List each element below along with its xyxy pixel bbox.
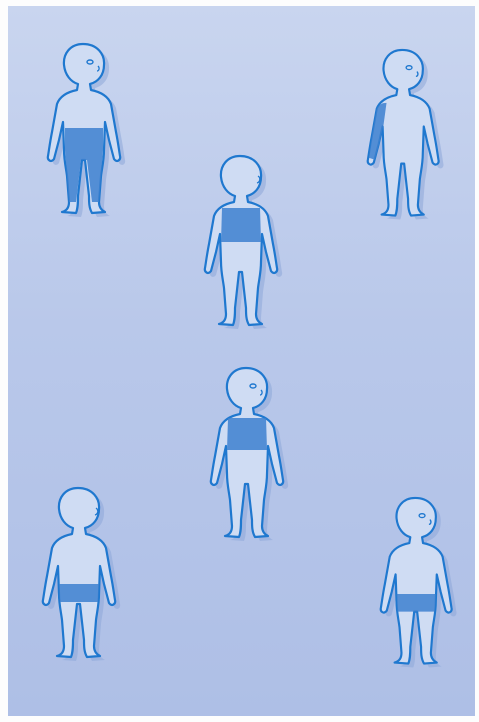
child-figure [211,368,288,541]
shaded-region-pelvis [397,594,436,612]
shaded-region-chest [227,418,267,450]
shaded-region-buttocks [59,584,99,602]
scene-svg [8,6,475,716]
child-figure [48,44,125,217]
child-figure [381,498,457,668]
child-figure [205,156,282,329]
child-figure [368,50,444,220]
child-figure [43,488,120,661]
shaded-region-upper-back [221,208,261,242]
photo [8,6,475,716]
